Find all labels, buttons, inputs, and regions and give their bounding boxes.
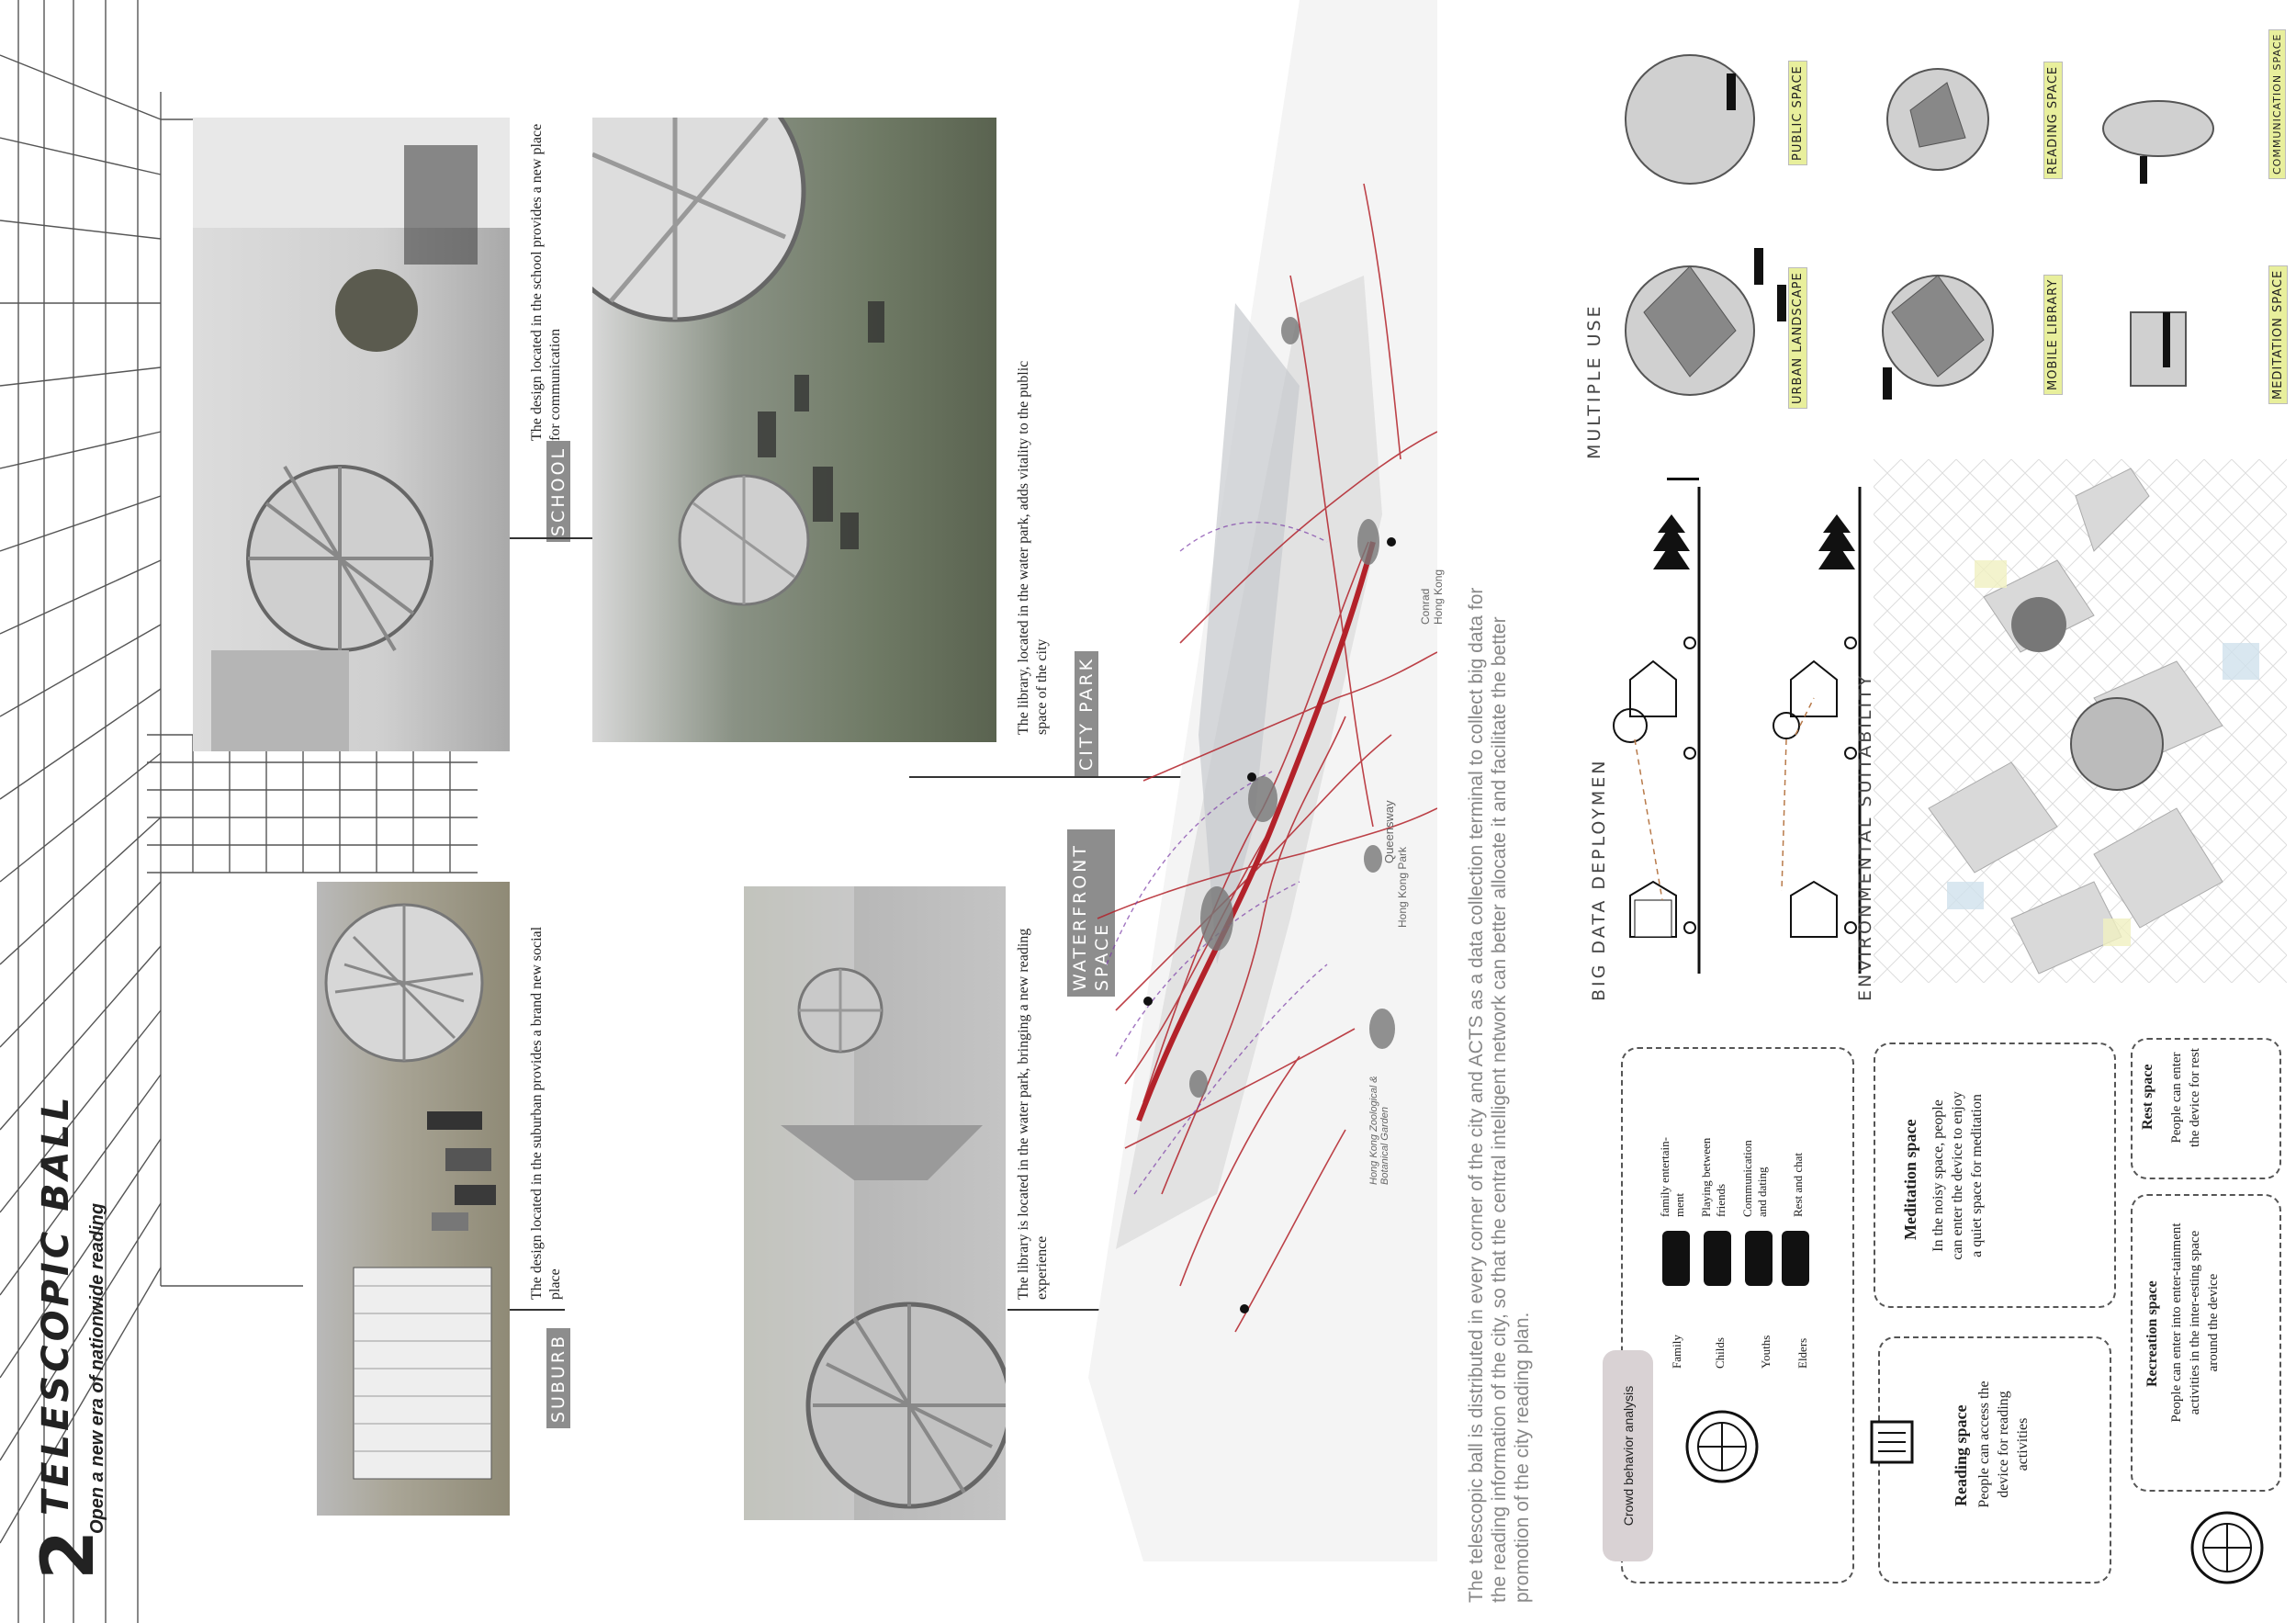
section-environmental: ENVIRONMENTAL SUITABILITY [1855, 672, 1875, 1001]
rest-title: Rest space [2140, 1064, 2155, 1130]
recreation-badge-icon [2190, 1511, 2264, 1584]
reading-title: Reading space [1952, 1404, 1970, 1506]
page-title: TELESCOPIC BALL [35, 1093, 77, 1516]
crowd-behavior-childs: Playing between friends [1699, 1137, 1728, 1217]
badge-meditation-space: MEDITATION SPACE [2268, 265, 2288, 404]
page-subtitle: Open a new era of nationwide reading [87, 1202, 107, 1534]
badge-mobile-library: MOBILE LIBRARY [2043, 274, 2063, 395]
badge-communication-space: COMMUNICATION SPACE [2268, 28, 2286, 179]
crowd-box [1621, 1047, 1854, 1584]
crowd-group-elders: Elders [1795, 1337, 1809, 1369]
meditation-title: Meditation space [1901, 1119, 1919, 1240]
map-label-park: Hong Kong Park [1396, 846, 1409, 928]
section-multiple-use: MULTIPLE USE [1584, 303, 1604, 459]
citypark-photo [592, 118, 996, 742]
meditation-box [1874, 1043, 2116, 1308]
recreation-box [2131, 1194, 2281, 1492]
big-data-diagram [1613, 478, 1862, 974]
crowd-behavior-youths: Communication and dating [1740, 1140, 1769, 1217]
suburb-photo [317, 882, 510, 1516]
title-number: 2 [28, 1529, 110, 1580]
badge-public-space: PUBLIC SPACE [1788, 61, 1807, 165]
school-photo [193, 118, 510, 751]
waterfront-photo [744, 886, 1006, 1520]
map-label-conrad: Conrad Hong Kong [1419, 569, 1445, 625]
environment-diagram [1874, 459, 2287, 983]
crowd-group-family: Family [1670, 1335, 1683, 1369]
suburb-leader [510, 1309, 565, 1311]
recreation-title: Recreation space [2144, 1280, 2160, 1387]
uses-illustrations [1625, 54, 2214, 400]
map-label-botanical: Hong Kong Zoological & Botanical Garden [1368, 1076, 1390, 1185]
crowd-group-childs: Childs [1713, 1337, 1727, 1369]
badge-reading-space: READING SPACE [2043, 61, 2063, 179]
suburb-tag: SUBURB [546, 1327, 570, 1428]
perspective-grid [0, 0, 478, 1623]
crowd-behavior-family: family entertain-ment [1658, 1137, 1686, 1217]
crowd-badge-icon [1685, 1410, 1759, 1483]
book-icon [1870, 1420, 1914, 1464]
waterfront-caption: The library is located in the water park… [1016, 928, 1050, 1300]
crowd-group-youths: Youths [1759, 1335, 1773, 1369]
school-leader [510, 537, 592, 539]
citypark-caption: The library, located in the water park, … [1016, 360, 1050, 735]
map-label-queensway: Queensway [1382, 800, 1396, 863]
suburb-caption: The design located in the suburban provi… [529, 926, 563, 1300]
crowd-title: Crowd behavior analysis [1603, 1350, 1653, 1561]
school-caption: The design located in the school provide… [529, 123, 563, 441]
rest-box [2131, 1038, 2281, 1179]
meditation-text: In the noisy space, people can enter the… [1930, 1091, 1985, 1260]
school-tag: SCHOOL [546, 440, 570, 542]
crowd-behavior-elders: Rest and chat [1791, 1152, 1805, 1217]
citypark-leader [909, 776, 1244, 778]
city-map [1088, 0, 1437, 1561]
reading-text: People can access the device for reading… [1976, 1381, 2031, 1508]
description-text: The telescopic ball is distributed in ev… [1466, 587, 1533, 1603]
crowd-figures [1662, 1231, 1809, 1286]
recreation-text: People can enter into enter-tainment act… [2169, 1223, 2221, 1423]
rest-text: People can enter the device for rest [2169, 1048, 2202, 1147]
badge-urban-landscape: URBAN LANDSCAPE [1788, 267, 1807, 409]
